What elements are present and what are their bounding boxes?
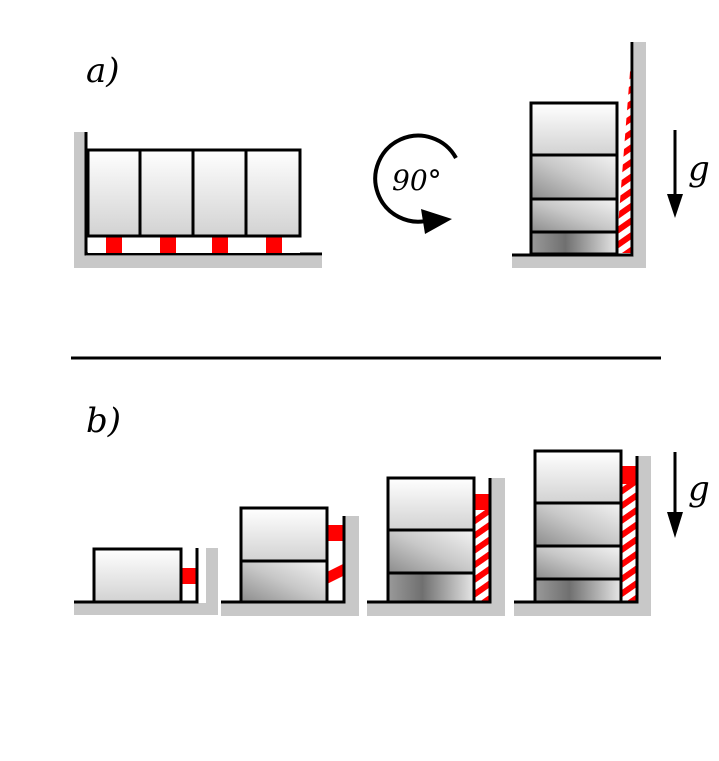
block bbox=[529, 197, 619, 234]
gravity-indicator-b: g bbox=[667, 452, 710, 538]
red-contact bbox=[621, 466, 637, 484]
wall-shadow bbox=[637, 456, 651, 616]
block bbox=[86, 148, 142, 238]
striped-pressure-band bbox=[474, 510, 490, 602]
red-contact bbox=[266, 237, 282, 253]
red-contact bbox=[327, 525, 343, 541]
red-contact bbox=[474, 494, 490, 510]
block bbox=[533, 501, 623, 548]
block bbox=[244, 148, 302, 238]
block bbox=[529, 101, 619, 157]
rotation-arrow: 90° bbox=[373, 133, 458, 234]
block bbox=[191, 148, 248, 238]
red-contact bbox=[181, 568, 197, 584]
panel-a: a) 90° bbox=[74, 42, 710, 268]
block bbox=[239, 506, 329, 563]
red-contact bbox=[212, 237, 228, 253]
block bbox=[533, 577, 623, 604]
horizontal-setup bbox=[74, 132, 322, 268]
block bbox=[138, 148, 195, 238]
red-contact bbox=[160, 237, 176, 253]
floor-shadow bbox=[514, 603, 651, 616]
block bbox=[533, 449, 623, 505]
gravity-label: g bbox=[688, 469, 710, 509]
red-contact bbox=[327, 564, 343, 584]
block bbox=[529, 230, 619, 256]
wall-outline bbox=[84, 132, 322, 256]
floor-shadow bbox=[74, 603, 218, 615]
stack-stage-2 bbox=[221, 506, 359, 616]
panel-b: b) bbox=[74, 401, 710, 616]
block bbox=[92, 547, 183, 604]
arrowhead-icon bbox=[667, 194, 683, 218]
vertical-setup: g bbox=[512, 42, 710, 268]
stack-stage-1 bbox=[74, 547, 218, 615]
panel-b-label: b) bbox=[86, 401, 121, 441]
panel-a-label: a) bbox=[86, 51, 120, 91]
arrowhead-icon bbox=[667, 512, 683, 538]
block bbox=[239, 559, 329, 604]
striped-pressure-band bbox=[621, 484, 637, 602]
rotation-label: 90° bbox=[392, 164, 442, 197]
wall-shadow bbox=[206, 548, 218, 615]
stack-stage-4 bbox=[514, 449, 651, 616]
floor-shadow bbox=[221, 603, 359, 616]
block bbox=[529, 153, 619, 201]
wall-shadow bbox=[345, 516, 359, 616]
slot-strip bbox=[88, 236, 300, 253]
stack-stage-3 bbox=[367, 476, 505, 616]
floor-shadow bbox=[367, 603, 505, 616]
gravity-label: g bbox=[688, 149, 710, 189]
rotate-arrow-icon bbox=[373, 133, 458, 224]
red-contact bbox=[106, 237, 122, 253]
arrowhead-icon bbox=[421, 209, 452, 234]
block bbox=[386, 528, 476, 575]
block bbox=[533, 544, 623, 581]
block bbox=[386, 476, 476, 532]
wall-shadow bbox=[491, 478, 505, 616]
block bbox=[386, 571, 476, 604]
striped-pressure-band bbox=[616, 46, 632, 253]
